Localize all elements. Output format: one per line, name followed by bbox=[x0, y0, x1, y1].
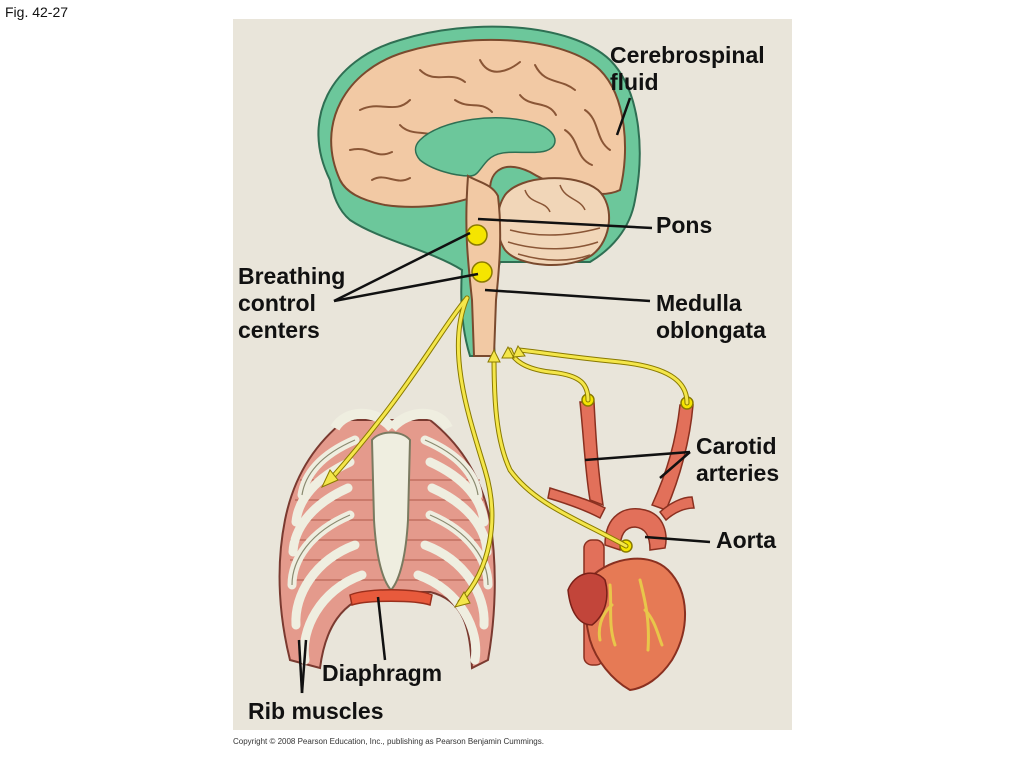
diaphragm-muscle bbox=[349, 589, 433, 606]
label-line: Cerebrospinal bbox=[610, 42, 765, 68]
leader-breathing-1 bbox=[333, 231, 471, 303]
leader-csf bbox=[615, 97, 632, 136]
right-carotid-artery bbox=[650, 404, 694, 511]
label-line: fluid bbox=[610, 69, 659, 95]
leader-medulla bbox=[484, 288, 651, 303]
arrow-from-aorta bbox=[487, 348, 501, 363]
leader-lines bbox=[297, 97, 711, 694]
label-pons: Pons bbox=[656, 212, 713, 238]
label-line: Medulla bbox=[656, 290, 742, 316]
label-diaphragm: Diaphragm bbox=[322, 660, 443, 686]
heart-and-arteries bbox=[547, 393, 695, 692]
left-carotid-artery bbox=[579, 401, 604, 507]
sternum bbox=[370, 431, 412, 592]
leader-carotid-1 bbox=[584, 450, 691, 462]
left-atrium bbox=[567, 572, 608, 626]
figure-label: Fig. 42-27 bbox=[5, 4, 69, 20]
leader-pons bbox=[477, 217, 653, 230]
leader-carotid-2 bbox=[659, 451, 691, 479]
aortic-arch bbox=[604, 508, 667, 552]
label-rib-muscles: Rib muscles bbox=[248, 698, 384, 724]
leader-aorta bbox=[644, 535, 711, 544]
subclavian-branch bbox=[547, 487, 606, 520]
label-carotid-arteries: Carotid arteries bbox=[696, 433, 779, 487]
pons-breathing-center bbox=[466, 224, 488, 246]
arrow-to-rib-muscles bbox=[320, 469, 339, 488]
label-cerebrospinal-fluid: Cerebrospinal fluid bbox=[610, 42, 765, 96]
arrow-to-diaphragm bbox=[453, 590, 471, 608]
label-breathing-control-centers: Breathing control centers bbox=[238, 263, 345, 344]
brain bbox=[317, 25, 641, 357]
top-rib-left bbox=[330, 408, 396, 432]
rib-cage bbox=[278, 408, 496, 670]
copyright-notice: Copyright © 2008 Pearson Education, Inc.… bbox=[233, 737, 544, 746]
label-aorta: Aorta bbox=[716, 527, 777, 553]
label-line: arteries bbox=[696, 460, 780, 486]
label-line: oblongata bbox=[656, 317, 766, 343]
subclavian-branch-right bbox=[658, 496, 695, 522]
arrow-from-carotid-left bbox=[501, 345, 515, 359]
ventricle bbox=[414, 117, 556, 177]
leader-diaphragm bbox=[376, 596, 387, 661]
arrow-from-carotid-right bbox=[512, 344, 526, 358]
label-line: Carotid bbox=[696, 433, 777, 459]
top-rib-right bbox=[388, 408, 453, 432]
label-line: control bbox=[238, 290, 316, 316]
leader-rib-2 bbox=[300, 639, 308, 694]
medulla-breathing-center bbox=[471, 261, 493, 283]
leader-breathing-2 bbox=[333, 272, 479, 303]
nerve-pathways bbox=[320, 295, 690, 608]
label-line: Breathing bbox=[238, 263, 346, 289]
cerebellum bbox=[496, 177, 610, 267]
label-line: centers bbox=[238, 317, 320, 343]
label-medulla-oblongata: Medulla oblongata bbox=[656, 290, 766, 344]
